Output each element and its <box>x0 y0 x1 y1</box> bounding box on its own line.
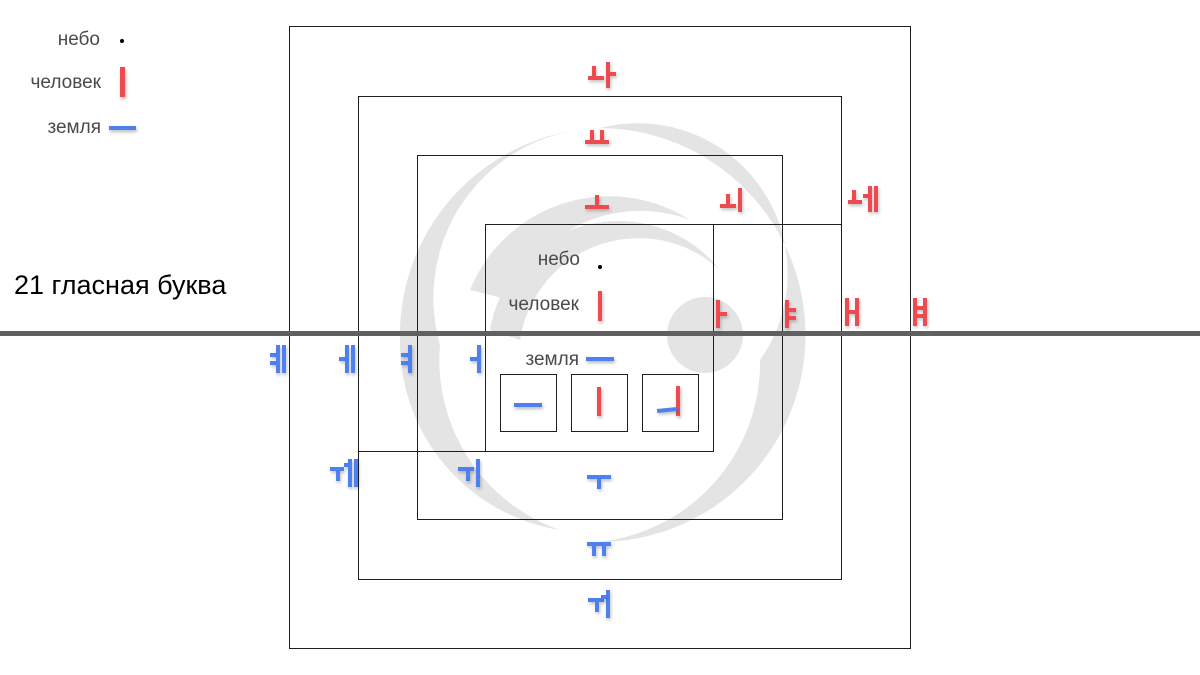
vowel-stroke <box>336 471 340 481</box>
vowel-stroke <box>408 345 412 373</box>
vowel-stroke <box>354 459 358 487</box>
basic-stroke-box-combined <box>642 374 699 432</box>
vowel-stroke <box>606 62 610 88</box>
vowel-stroke <box>470 357 477 361</box>
axis-line <box>0 331 1200 336</box>
vowel-stroke <box>785 300 789 328</box>
vowel-stroke <box>401 353 408 357</box>
vowel-stroke <box>868 186 872 212</box>
basic-stroke-horizontal <box>514 403 542 407</box>
legend-man-label: человек <box>30 72 101 93</box>
inner-legend-man-stroke <box>598 291 602 321</box>
basic-stroke-box-man <box>571 374 628 432</box>
inner-legend-earth-stroke <box>586 357 614 361</box>
legend-man-stroke <box>120 67 125 97</box>
vowel-stroke <box>282 345 286 373</box>
vowel-stroke <box>848 200 862 204</box>
vowel-stroke <box>738 188 742 212</box>
vowel-stroke <box>344 463 348 467</box>
vowel-stroke <box>588 76 604 80</box>
vowel-stroke <box>845 298 849 326</box>
vowel-stroke <box>348 459 352 487</box>
inner-legend-man-label: человек <box>508 294 579 315</box>
vowel-stroke <box>477 345 481 373</box>
vowel-stroke <box>592 546 596 556</box>
outer-frame <box>289 26 911 649</box>
vowel-stroke <box>339 357 345 361</box>
vowel-stroke <box>726 194 730 204</box>
vowel-stroke <box>789 316 796 320</box>
vowel-stroke <box>923 298 927 326</box>
vowel-stroke <box>401 361 408 365</box>
vowel-stroke <box>602 546 606 556</box>
vowel-stroke <box>874 186 878 212</box>
vowel-stroke <box>913 298 917 326</box>
vowel-stroke <box>610 72 616 76</box>
legend-earth-stroke <box>109 126 136 130</box>
vowel-stroke <box>716 300 720 328</box>
legend-heaven-dot <box>120 39 124 43</box>
combined-stroke-vertical <box>676 386 680 416</box>
vowel-stroke <box>588 598 604 602</box>
basic-stroke-vertical <box>597 387 601 416</box>
vowel-stroke <box>720 312 727 316</box>
vowel-stroke <box>466 471 470 481</box>
inner-legend-heaven-label: небо <box>537 249 580 270</box>
vowel-stroke <box>597 479 601 489</box>
vowel-stroke <box>585 140 609 144</box>
left-bracket-frame <box>358 332 486 452</box>
vowel-stroke <box>587 542 611 546</box>
legend-earth-label: земля <box>47 117 101 138</box>
vowel-stroke <box>789 308 796 312</box>
vowel-stroke <box>330 467 344 471</box>
vowel-stroke <box>863 194 868 198</box>
vowel-stroke <box>917 306 923 310</box>
vowel-stroke <box>595 602 599 612</box>
vowel-stroke <box>587 475 611 479</box>
vowel-stroke <box>270 361 276 365</box>
vowel-stroke <box>720 204 736 208</box>
vowel-stroke <box>592 66 596 76</box>
inner-legend-earth-label: земля <box>525 349 579 370</box>
frame-level-3 <box>417 155 783 520</box>
vowel-stroke <box>917 314 923 318</box>
vowel-stroke <box>601 595 606 599</box>
right-bracket-frame <box>714 224 842 332</box>
basic-stroke-box-earth <box>500 374 557 432</box>
vowel-stroke <box>351 345 355 373</box>
vowel-stroke <box>595 195 599 205</box>
vowel-stroke <box>849 310 855 314</box>
vowel-stroke <box>276 345 280 373</box>
inner-frame <box>485 224 714 452</box>
vowel-stroke <box>585 205 609 209</box>
page-title: 21 гласная буква <box>14 270 227 300</box>
vowel-stroke <box>345 345 349 373</box>
vowel-stroke <box>600 130 604 140</box>
vowel-stroke <box>590 130 594 140</box>
vowel-stroke <box>476 459 480 487</box>
vowel-stroke <box>606 590 610 618</box>
vowel-stroke <box>852 190 856 200</box>
vowel-stroke <box>270 353 276 357</box>
inner-legend-heaven-dot <box>598 265 602 269</box>
vowel-stroke <box>458 467 474 471</box>
legend-heaven-label: небо <box>57 29 100 50</box>
vowel-stroke <box>855 298 859 326</box>
